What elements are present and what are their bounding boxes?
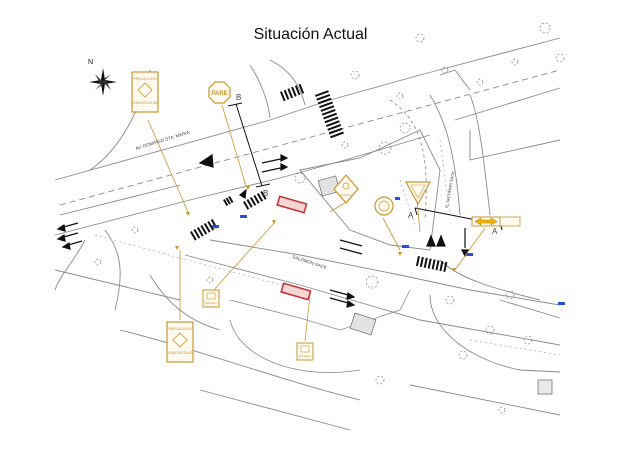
sign-upper-line2: ZONA ESCOLAR bbox=[133, 101, 158, 105]
sign-school-diamond: SCHOOL bbox=[333, 174, 359, 204]
arrow-mid-1 bbox=[339, 239, 363, 247]
arrow-sack-2 bbox=[329, 297, 356, 308]
sign-round-speed bbox=[374, 196, 394, 216]
sign-pare-label: PARE bbox=[211, 91, 227, 97]
crosswalk-right bbox=[415, 255, 448, 273]
crosswalks bbox=[190, 83, 448, 273]
sign-pare: PARE bbox=[208, 81, 231, 104]
arrow-yield-1 bbox=[198, 153, 214, 168]
crosswalk-small bbox=[223, 196, 234, 207]
section-a-left-label: A bbox=[408, 211, 414, 220]
page-title: Situación Actual bbox=[253, 26, 368, 43]
sign-paradero-left-label: Paradero bbox=[205, 301, 218, 305]
sign-upper-line1: PRECAUCION bbox=[133, 77, 157, 81]
bus-shelter-lower bbox=[280, 282, 312, 301]
sign-zona-escolar-lower: PRECAUCION ZONA ESCOLAR bbox=[166, 321, 194, 363]
street-label-av-domingo: AV. DOMINGO STA. MARIA bbox=[135, 130, 190, 151]
lane-arrows bbox=[56, 153, 469, 308]
sign-yield bbox=[404, 181, 432, 206]
bus-shelter-upper bbox=[276, 195, 308, 214]
sign-paradero-bottom-label: Paradero bbox=[299, 354, 312, 358]
sign-paradero-bottom: Paradero bbox=[296, 342, 314, 361]
dotted-edges bbox=[94, 139, 561, 356]
arrow-right-1 bbox=[261, 154, 289, 164]
sign-direction-arrow bbox=[471, 216, 521, 227]
arrow-left-1 bbox=[56, 222, 79, 232]
arrow-right-2 bbox=[261, 163, 289, 173]
crosswalk-center bbox=[243, 191, 267, 210]
section-a-right-label: A bbox=[492, 227, 498, 236]
section-b-bottom-label: B bbox=[263, 189, 268, 198]
sign-paradero-left: Paradero bbox=[202, 289, 220, 308]
section-b-top-label: B bbox=[236, 93, 241, 102]
crosswalk-top bbox=[280, 83, 305, 102]
north-label: N bbox=[88, 59, 93, 66]
crosswalk-left bbox=[190, 219, 218, 241]
arrow-up-2 bbox=[436, 234, 446, 247]
yellow-markers bbox=[175, 186, 456, 272]
arrow-sack-1 bbox=[329, 289, 356, 300]
leader-lines bbox=[147, 104, 486, 342]
arrow-left-3 bbox=[61, 240, 83, 250]
section-cut-b bbox=[227, 102, 271, 188]
sign-zona-escolar-upper: PRECAUCION ZONA ESCOLAR bbox=[131, 71, 159, 113]
arrow-mid-2 bbox=[339, 247, 363, 255]
crosswalk-avenue bbox=[315, 90, 344, 139]
arrow-up-1 bbox=[426, 234, 436, 247]
blue-markers bbox=[212, 197, 565, 305]
north-arrow bbox=[89, 68, 117, 96]
lower-plaza bbox=[229, 175, 553, 395]
arrow-down-1 bbox=[461, 228, 469, 258]
arrow-small-1 bbox=[238, 188, 247, 199]
sign-lower-line2: ZONA ESCOLAR bbox=[168, 351, 193, 355]
sign-school-label: SCHOOL bbox=[340, 193, 353, 197]
sign-lower-line1: PRECAUCION bbox=[168, 327, 192, 331]
tree-symbols bbox=[94, 22, 565, 414]
bus-shelters bbox=[276, 195, 312, 301]
arrow-left-2 bbox=[56, 232, 79, 242]
street-label-avenue-right: R. SALOMON SACK bbox=[444, 170, 455, 208]
